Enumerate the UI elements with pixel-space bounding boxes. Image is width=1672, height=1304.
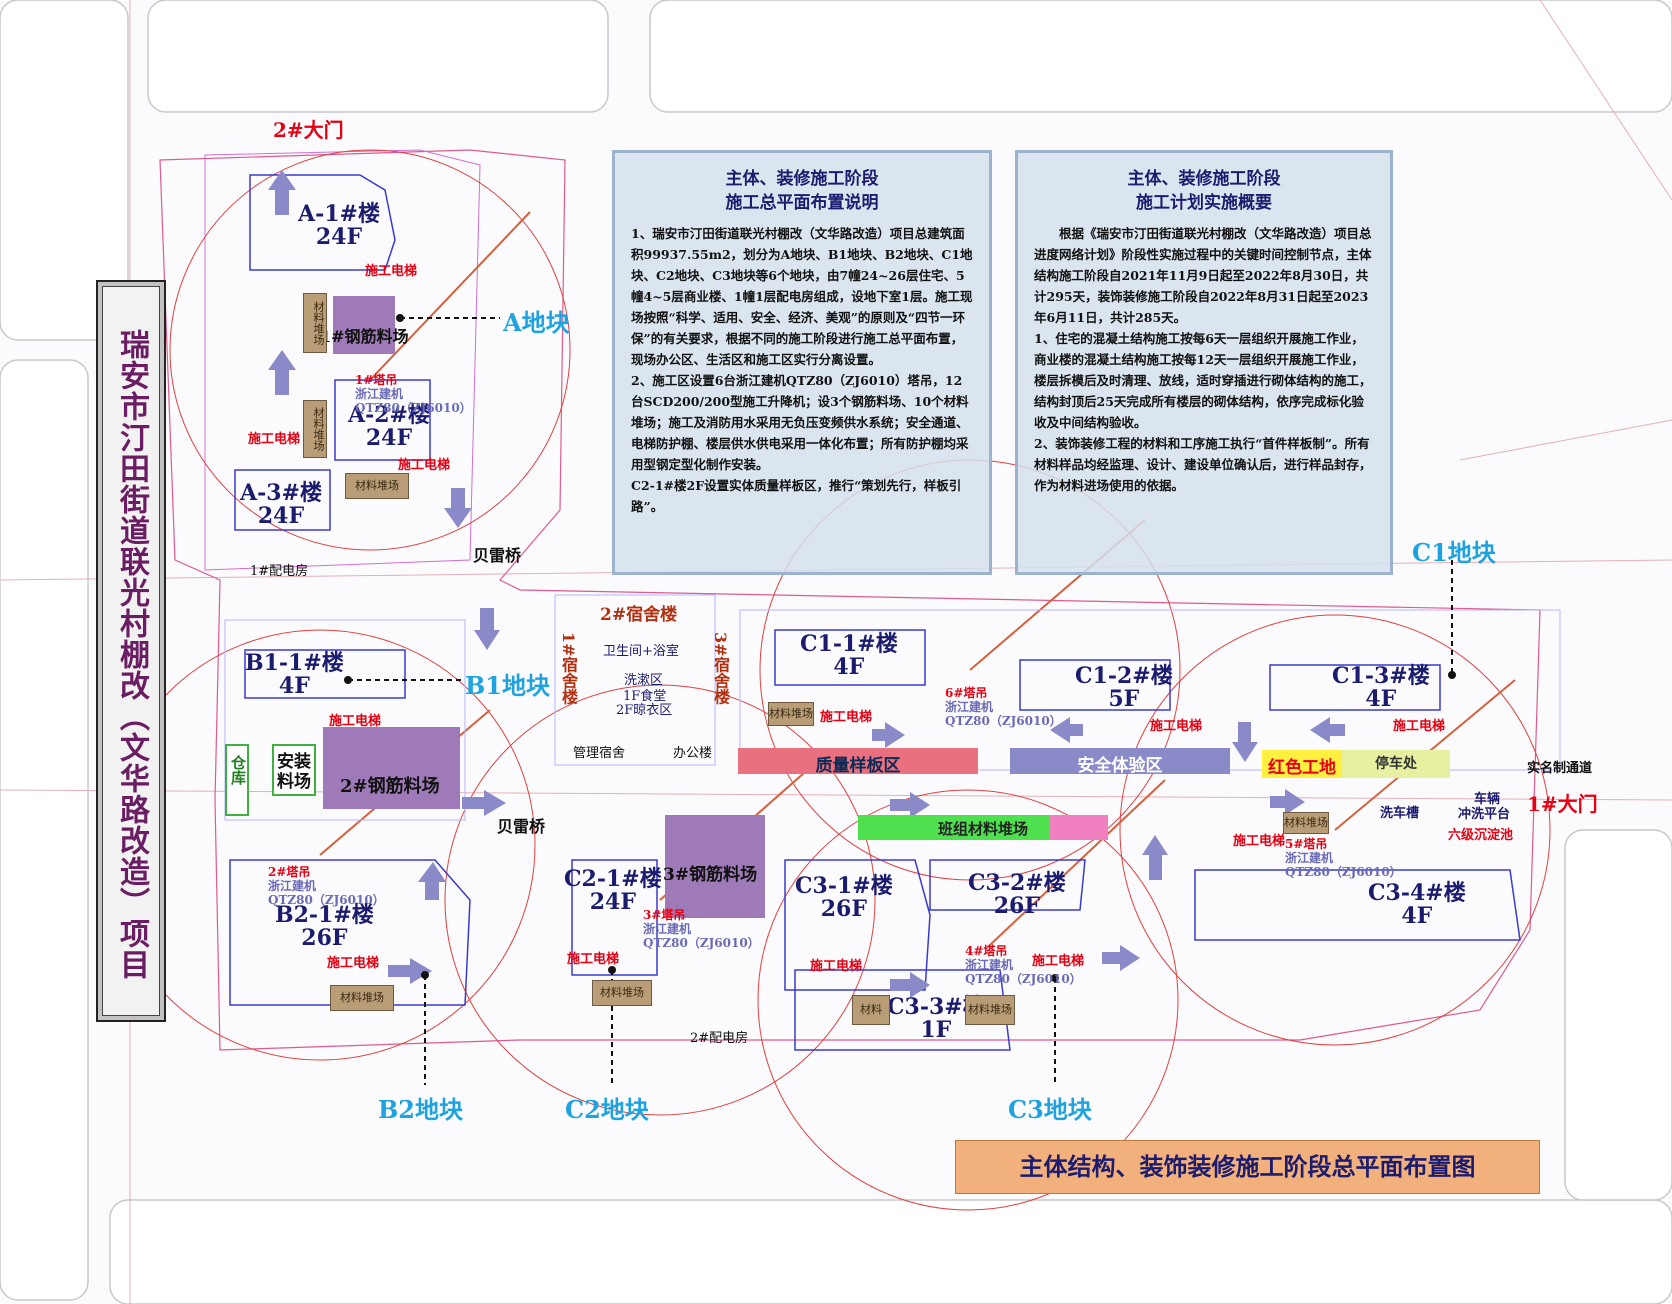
team-material-yard: 班组材料堆场 — [937, 820, 1028, 838]
elevator-b11: 施工电梯 — [329, 714, 382, 729]
project-title-panel: 瑞安市汀田街道联光村棚改（文华路改造）项目 — [96, 280, 166, 1022]
canteen: 1F食堂 — [623, 689, 667, 704]
gate-2-label: 2#大门 — [273, 118, 344, 142]
dorm-3: 3#宿舍楼 — [711, 632, 730, 705]
plan-summary-p3: 2、装饰装修工程的材料和工序施工执行“首件样板制”。所有材料样品均经监理、设计、… — [1034, 436, 1372, 493]
red-site: 红色工地 — [1268, 758, 1336, 778]
office-building: 办公楼 — [673, 746, 713, 761]
layout-description-box: 主体、装修施工阶段 施工总平面布置说明 1、瑞安市汀田街道联光村棚改（文华路改造… — [612, 150, 992, 575]
gate-1-label: 1#大门 — [1527, 792, 1598, 816]
power-room-1: 1#配电房 — [250, 564, 309, 579]
installation-yard: 安装料场 — [277, 752, 311, 792]
dorm-1: 1#宿舍楼 — [559, 632, 578, 705]
zone-c1-label: C1地块 — [1412, 538, 1496, 567]
elevator-c31: 施工电梯 — [810, 959, 863, 974]
elevator-a1: 施工电梯 — [365, 264, 418, 279]
layout-description-title1: 主体、装修施工阶段 — [725, 169, 879, 189]
power-room-2: 2#配电房 — [690, 1031, 749, 1046]
elevator-c32: 施工电梯 — [1032, 954, 1085, 969]
zone-b1-label: B1地块 — [465, 671, 550, 700]
wash-trough: 洗车槽 — [1380, 806, 1420, 821]
sedimentation-tank: 六级沉淀池 — [1448, 828, 1514, 843]
plan-summary-p1: 根据《瑞安市汀田街道联光村棚改（文华路改造）项目总进度网络计划》阶段性实施过程中… — [1034, 226, 1372, 325]
drying-area: 2F晾衣区 — [616, 703, 673, 718]
layout-description-p3: C2-1#楼2F设置实体质量样板区，推行“策划先行，样板引路”。 — [631, 478, 962, 514]
zone-c2-label: C2地块 — [565, 1095, 649, 1124]
elevator-b21: 施工电梯 — [327, 956, 380, 971]
warehouse: 仓库 — [229, 755, 247, 785]
vehicle-wash-1: 车辆 — [1474, 792, 1501, 807]
wash-area: 洗漱区 — [624, 673, 664, 688]
zone-c3-label: C3地块 — [1008, 1095, 1092, 1124]
project-title-inner: 瑞安市汀田街道联光村棚改（文华路改造）项目 — [102, 286, 160, 1016]
project-title: 瑞安市汀田街道联光村棚改（文华路改造）项目 — [114, 328, 149, 980]
rebar-yard-1: 1#钢筋料场 — [320, 327, 409, 346]
realname-channel: 实名制通道 — [1527, 761, 1593, 776]
material-yard-c34: 材料堆场 — [1283, 812, 1329, 834]
rebar-yard-2: 2#钢筋料场 — [340, 776, 440, 797]
material-yard-c2: 材料堆场 — [592, 980, 652, 1006]
elevator-c11: 施工电梯 — [820, 710, 873, 725]
drawing-title: 主体结构、装饰装修施工阶段总平面布置图 — [1019, 1152, 1476, 1181]
vehicle-wash-2: 冲洗平台 — [1458, 807, 1511, 822]
zone-b2-label: B2地块 — [378, 1095, 463, 1124]
quality-sample-area: 质量样板区 — [815, 756, 901, 776]
material-yard-a2: 材料堆场 — [303, 400, 327, 458]
elevator-c21: 施工电梯 — [567, 952, 620, 967]
management-dorm: 管理宿舍 — [573, 746, 626, 761]
elevator-c12: 施工电梯 — [1150, 719, 1203, 734]
elevator-a2-right: 施工电梯 — [398, 458, 451, 473]
material-yard-c33-right: 材料堆场 — [965, 995, 1015, 1025]
material-yard-c33-left: 材料 — [852, 995, 890, 1025]
plan-summary-box: 主体、装修施工阶段 施工计划实施概要 根据《瑞安市汀田街道联光村棚改（文华路改造… — [1015, 150, 1393, 575]
material-yard-a1: 材料堆场 — [303, 293, 327, 353]
plan-summary-title2: 施工计划实施概要 — [1136, 193, 1272, 213]
dorm-2: 2#宿舍楼 — [600, 605, 678, 625]
parking-area: 停车处 — [1375, 756, 1417, 772]
zone-a-label: A地块 — [503, 308, 570, 337]
elevator-a2-left: 施工电梯 — [248, 432, 301, 447]
elevator-c34: 施工电梯 — [1233, 834, 1286, 849]
layout-description-p2: 2、施工区设置6台浙江建机QTZ80（ZJ6010）塔吊，12台SCD200/2… — [631, 373, 969, 472]
drawing-title-banner: 主体结构、装饰装修施工阶段总平面布置图 — [955, 1140, 1540, 1194]
toilet-bath: 卫生间+浴室 — [603, 644, 679, 659]
layout-description-p1: 1、瑞安市汀田街道联光村棚改（文华路改造）项目总建筑面积99937.55m2，划… — [631, 226, 973, 367]
material-yard-b2: 材料堆场 — [330, 985, 394, 1011]
rebar-yard-3: 3#钢筋料场 — [663, 865, 758, 885]
safety-experience-area: 安全体验区 — [1077, 756, 1163, 776]
elevator-c13: 施工电梯 — [1393, 719, 1446, 734]
material-yard-a3: 材料堆场 — [345, 473, 409, 499]
plan-summary-p2: 1、住宅的混凝土结构施工按每6天一层组织开展施工作业，商业楼的混凝土结构施工按每… — [1034, 331, 1372, 430]
plan-summary-title1: 主体、装修施工阶段 — [1127, 169, 1281, 189]
bailey-bridge-1: 贝雷桥 — [473, 546, 522, 565]
layout-description-title2: 施工总平面布置说明 — [725, 193, 879, 213]
material-yard-c1: 材料堆场 — [768, 702, 814, 726]
bailey-bridge-2: 贝雷桥 — [497, 817, 546, 836]
